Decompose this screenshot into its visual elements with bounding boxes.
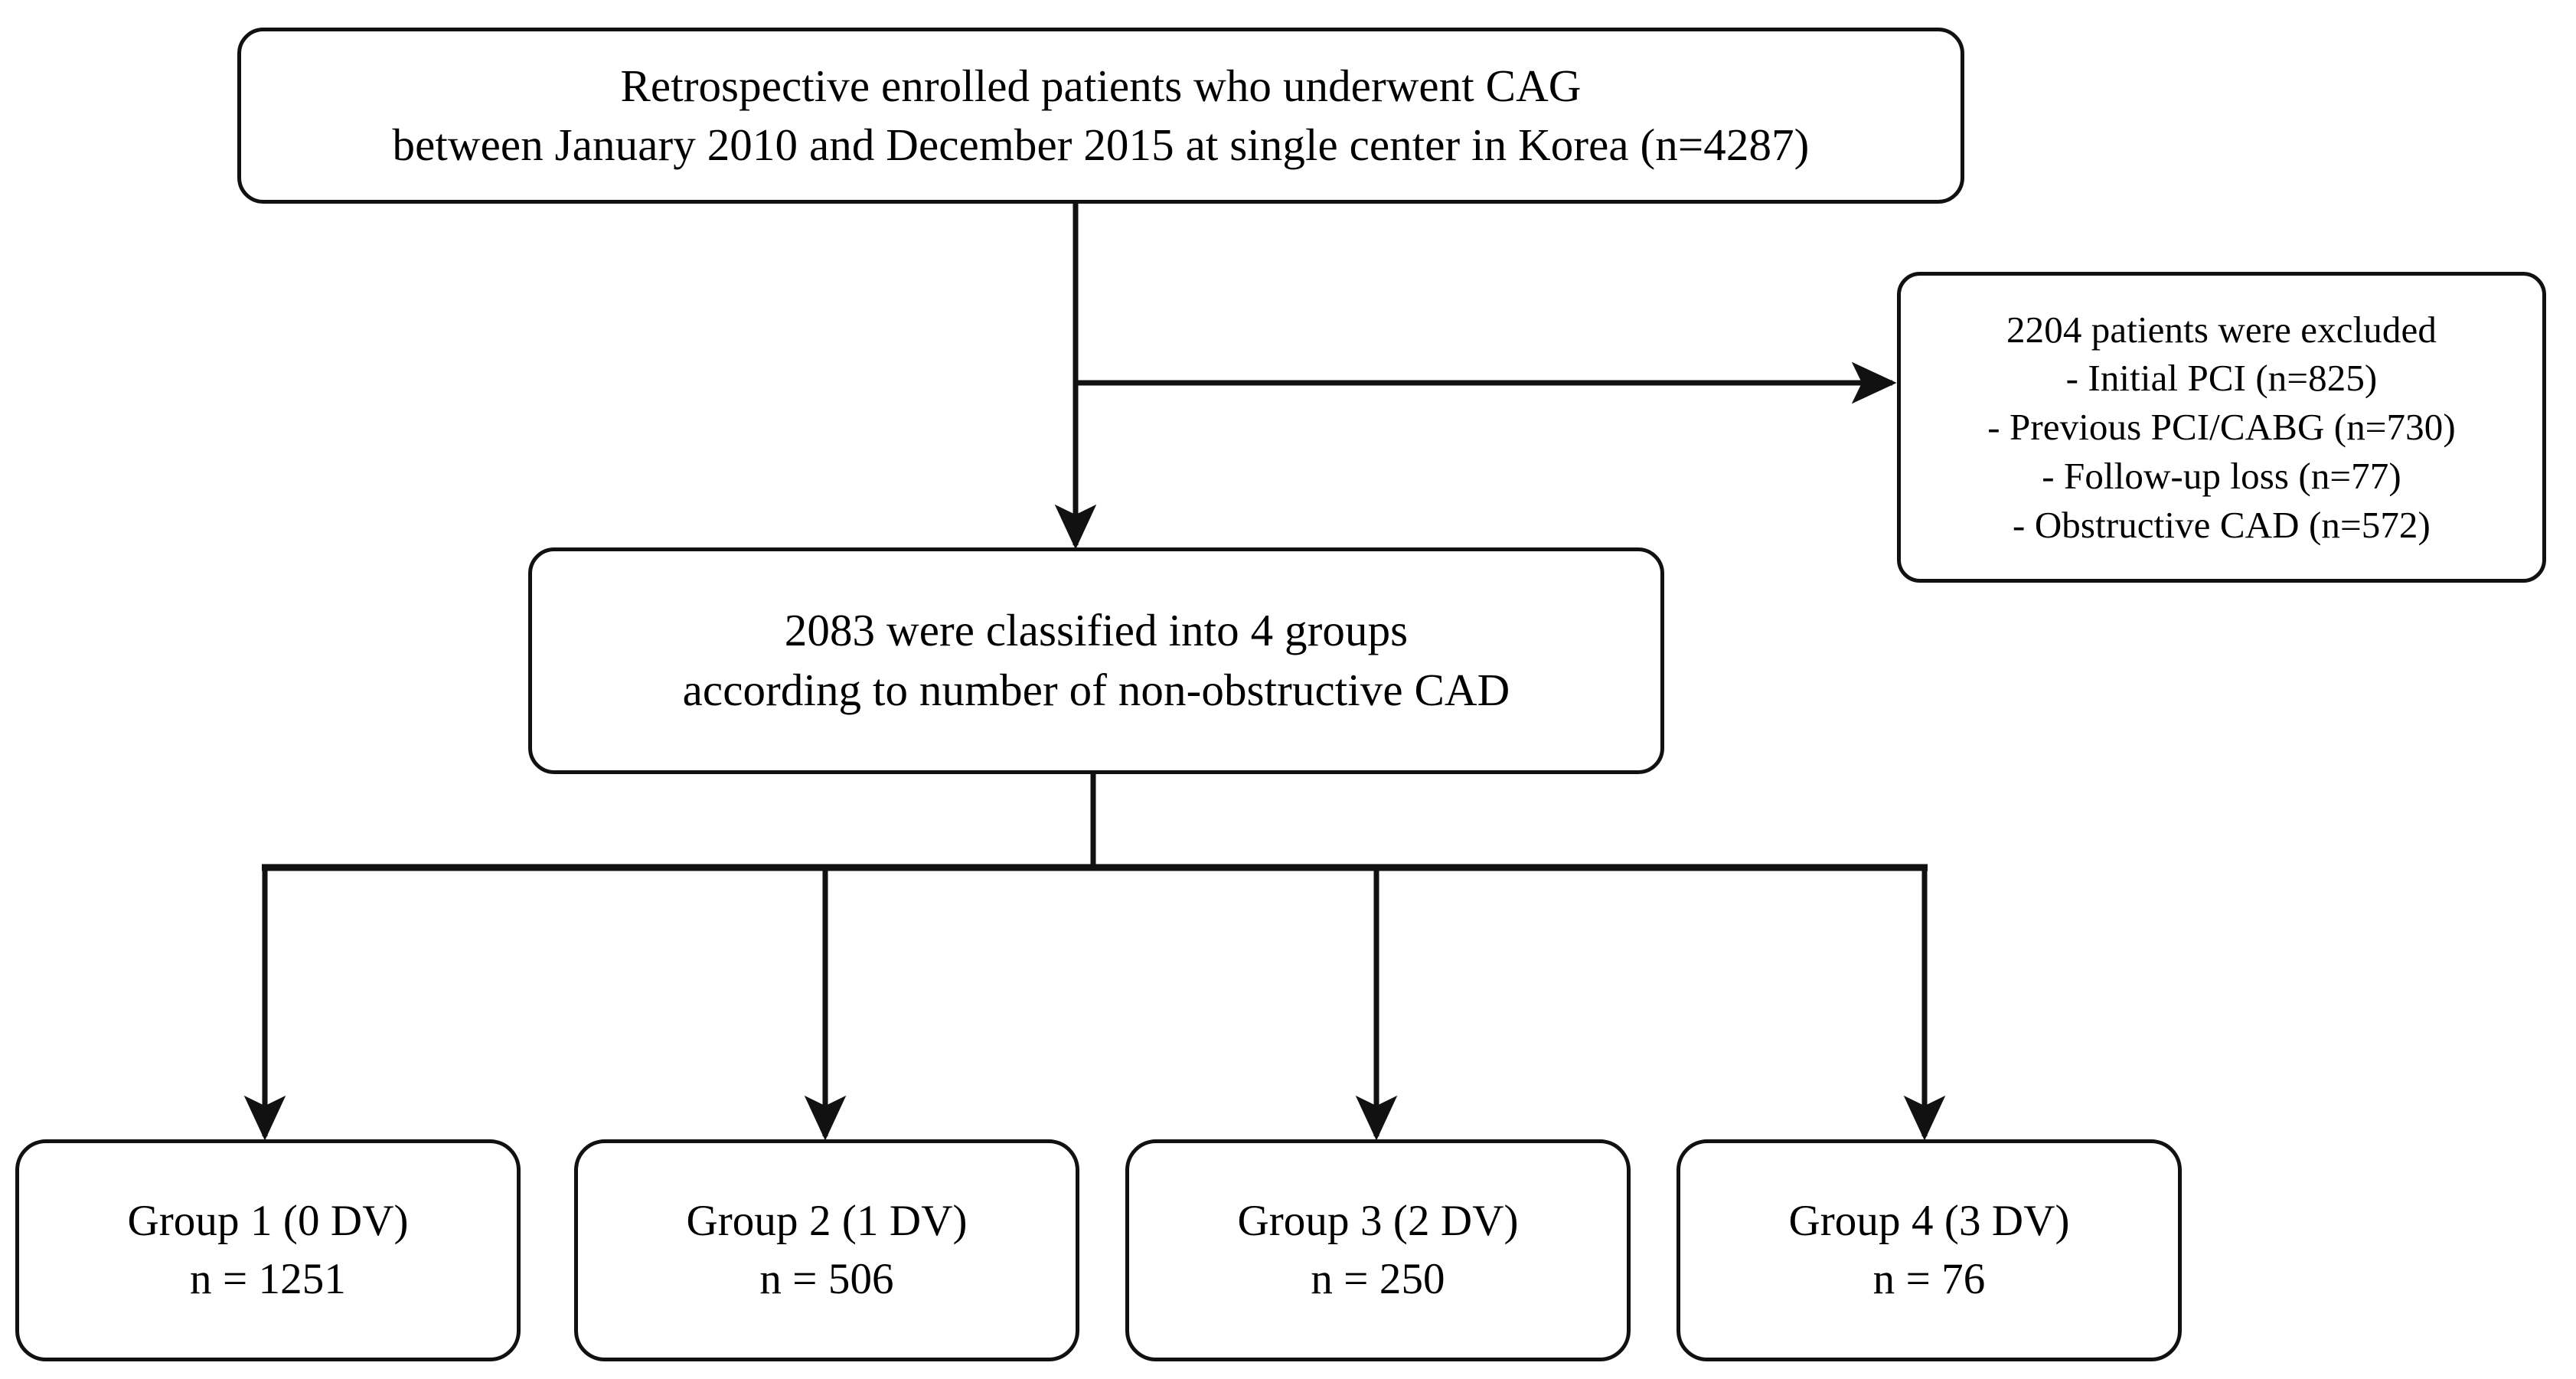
group-1-box: Group 1 (0 DV) n = 1251: [15, 1139, 521, 1361]
enrolled-line-1: Retrospective enrolled patients who unde…: [620, 60, 1582, 112]
classified-groups-box: 2083 were classified into 4 groups accor…: [528, 547, 1664, 774]
enrolled-line-2: between January 2010 and December 2015 a…: [392, 119, 1810, 170]
excluded-reason-initial-pci: - Initial PCI (n=825): [2065, 357, 2378, 400]
group-4-count: n = 76: [1872, 1255, 1986, 1303]
group-1-label: Group 1 (0 DV): [127, 1196, 409, 1245]
classified-line-1: 2083 were classified into 4 groups: [784, 605, 1409, 656]
group-2-count: n = 506: [759, 1255, 894, 1303]
excluded-patients-box: 2204 patients were excluded - Initial PC…: [1897, 272, 2546, 583]
excluded-header: 2204 patients were excluded: [2006, 308, 2437, 351]
group-2-label: Group 2 (1 DV): [686, 1196, 968, 1245]
excluded-reason-followup-loss: - Follow-up loss (n=77): [2042, 454, 2401, 497]
group-3-label: Group 3 (2 DV): [1237, 1196, 1519, 1245]
enrolled-patients-box: Retrospective enrolled patients who unde…: [237, 28, 1964, 204]
excluded-reason-obstructive-cad: - Obstructive CAD (n=572): [2013, 503, 2431, 546]
excluded-reason-previous-pci-cabg: - Previous PCI/CABG (n=730): [1987, 406, 2456, 449]
group-4-box: Group 4 (3 DV) n = 76: [1677, 1139, 2182, 1361]
group-4-label: Group 4 (3 DV): [1788, 1196, 2070, 1245]
group-1-count: n = 1251: [190, 1255, 346, 1303]
group-3-box: Group 3 (2 DV) n = 250: [1125, 1139, 1631, 1361]
group-3-count: n = 250: [1311, 1255, 1445, 1303]
classified-line-2: according to number of non-obstructive C…: [682, 665, 1510, 715]
group-2-box: Group 2 (1 DV) n = 506: [574, 1139, 1079, 1361]
